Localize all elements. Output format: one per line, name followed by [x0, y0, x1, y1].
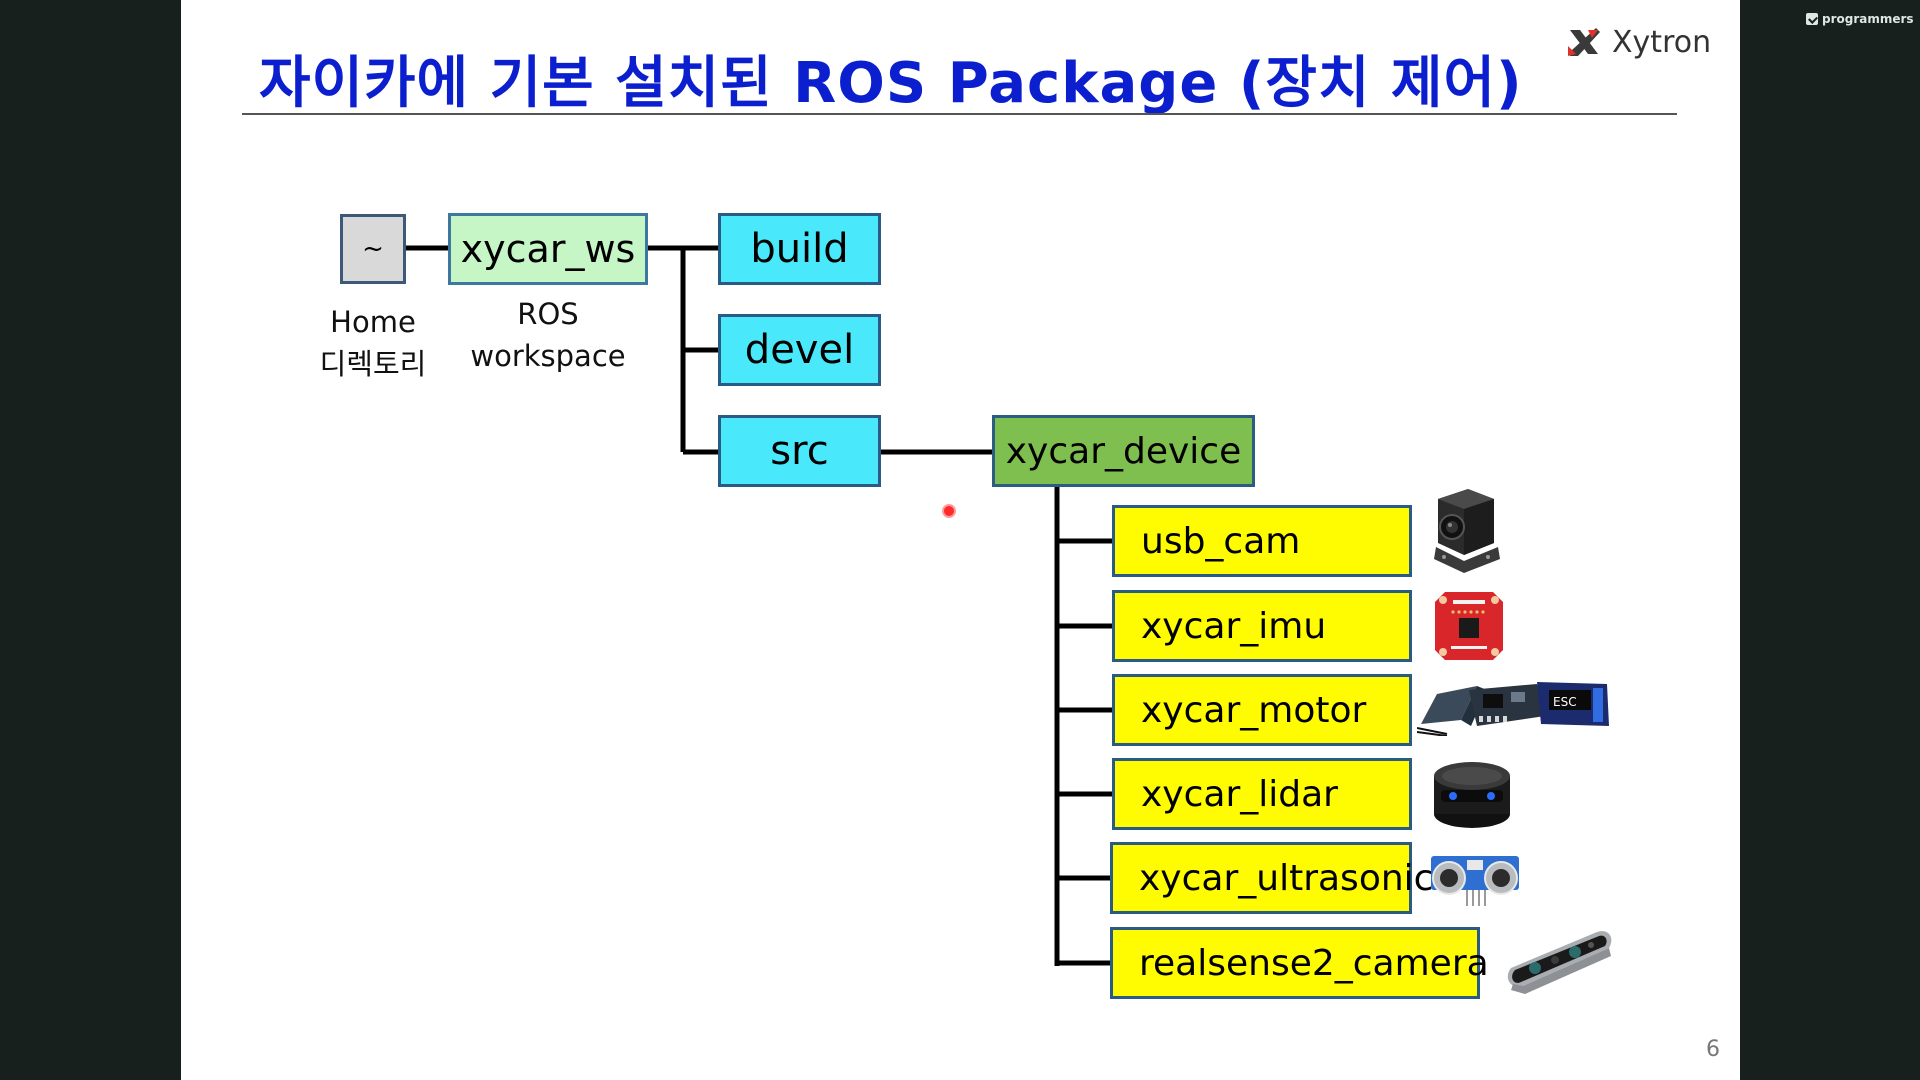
workspace-caption-line2: workspace [470, 339, 626, 373]
xytron-logo-icon [1568, 28, 1600, 56]
watermark-label: programmers [1822, 12, 1914, 26]
device-label: xycar_imu [1141, 605, 1327, 647]
laser-pointer-dot [942, 504, 956, 518]
lidar-sensor-icon [1434, 762, 1510, 828]
workspace-node: xycar_ws [448, 213, 648, 285]
home-directory-caption: Home 디렉토리 [293, 301, 453, 385]
usb-camera-icon [1434, 489, 1500, 573]
folder-label: devel [744, 327, 855, 373]
device-label: xycar_lidar [1141, 773, 1338, 815]
imu-board-icon [1435, 592, 1503, 660]
depth-camera-icon [1507, 931, 1612, 994]
device-node-xycar-motor: xycar_motor [1112, 674, 1412, 746]
motor-controller-icon: ESC [1417, 682, 1609, 736]
device-node-realsense2-camera: realsense2_camera [1110, 927, 1489, 999]
device-label: realsense2_camera [1139, 942, 1489, 984]
device-label: xycar_ultrasonic [1139, 857, 1434, 899]
home-caption-line1: Home [330, 305, 416, 339]
home-directory-node: ~ [340, 214, 406, 284]
page-number: 6 [1706, 1037, 1720, 1062]
device-node-usb-cam: usb_cam [1112, 505, 1412, 577]
workspace-caption: ROS workspace [448, 293, 648, 377]
slide: 자이카에 기본 설치된 ROS Package (장치 제어) Xytron [181, 0, 1740, 1080]
workspace-label: xycar_ws [460, 227, 636, 271]
workspace-caption-line1: ROS [517, 297, 579, 331]
device-node-xycar-lidar: xycar_lidar [1112, 758, 1412, 830]
tree-connectors [405, 245, 1113, 966]
folder-node-build: build [718, 213, 881, 285]
device-label: xycar_motor [1141, 689, 1367, 731]
xytron-logo-text: Xytron [1612, 24, 1712, 60]
folder-node-src: src [718, 415, 881, 487]
programmers-logo-icon [1806, 13, 1818, 25]
home-directory-label: ~ [362, 234, 384, 264]
home-caption-line2: 디렉토리 [319, 347, 427, 381]
programmers-watermark: programmers [1806, 12, 1914, 26]
device-node-xycar-ultrasonic: xycar_ultrasonic [1110, 842, 1433, 914]
device-label: usb_cam [1141, 520, 1301, 562]
folder-label: build [750, 226, 849, 272]
folder-label: src [770, 428, 829, 474]
folder-node-devel: devel [718, 314, 881, 386]
title-divider [242, 113, 1677, 115]
device-node-xycar-imu: xycar_imu [1112, 590, 1412, 662]
package-label: xycar_device [1005, 430, 1242, 472]
svg-text:ESC: ESC [1553, 695, 1577, 709]
package-node-xycar-device: xycar_device [992, 415, 1255, 487]
xytron-logo: Xytron [1566, 22, 1711, 62]
ultrasonic-sensor-icon [1431, 856, 1519, 906]
slide-title: 자이카에 기본 설치된 ROS Package (장치 제어) [259, 51, 1523, 116]
